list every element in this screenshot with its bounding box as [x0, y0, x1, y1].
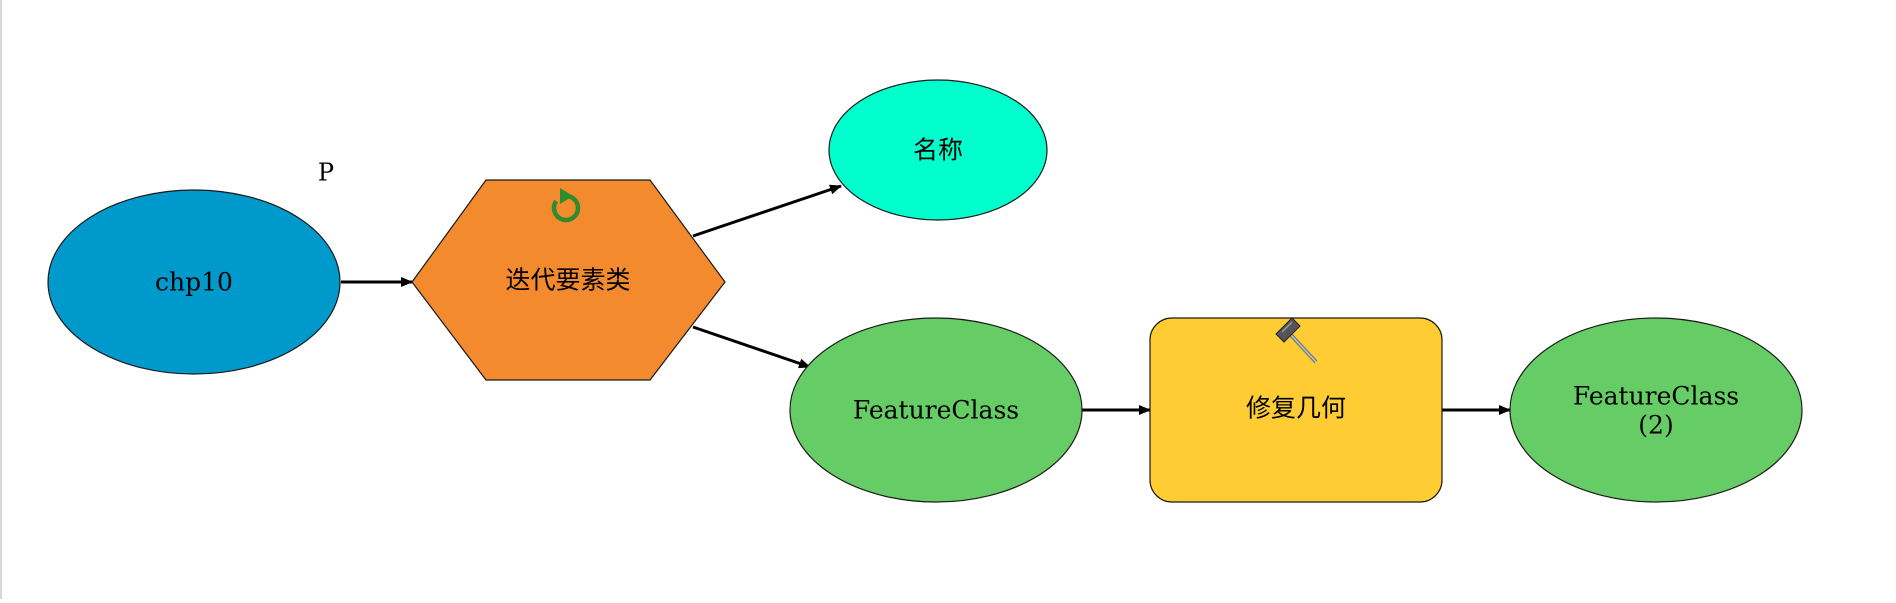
- repair-label: 修复几何: [1246, 394, 1346, 423]
- node-name-value[interactable]: 名称: [828, 79, 1048, 221]
- featureclass-2-ellipse: [1509, 317, 1803, 503]
- name-ellipse: [828, 79, 1048, 221]
- featureclass-2-label-line2: (2): [1638, 411, 1673, 440]
- node-repair-geometry[interactable]: 修复几何: [1149, 317, 1443, 503]
- parameter-marker: P: [318, 159, 334, 187]
- featureclass-ellipse: [789, 317, 1083, 503]
- node-featureclass-2[interactable]: FeatureClass (2): [1509, 317, 1803, 503]
- hammer-icon: [1275, 317, 1318, 364]
- chp10-ellipse: [47, 189, 341, 375]
- node-iterate-feature-classes[interactable]: 迭代要素类: [411, 179, 726, 381]
- iterator-hexagon: [411, 179, 726, 381]
- iterate-icon: [551, 188, 581, 223]
- node-featureclass[interactable]: FeatureClass: [789, 317, 1083, 503]
- featureclass-label: FeatureClass: [853, 396, 1019, 425]
- iterator-label: 迭代要素类: [505, 266, 630, 295]
- connector-iterator-to-featureclass[interactable]: [692, 325, 811, 369]
- node-chp10[interactable]: chp10: [47, 189, 341, 375]
- name-label: 名称: [913, 136, 963, 165]
- featureclass-2-label-line1: FeatureClass: [1573, 382, 1739, 411]
- chp10-label: chp10: [155, 268, 233, 297]
- canvas-left-border: [0, 0, 2, 599]
- connector-iterator-to-name[interactable]: [692, 184, 842, 238]
- repair-tool-box: [1149, 317, 1443, 503]
